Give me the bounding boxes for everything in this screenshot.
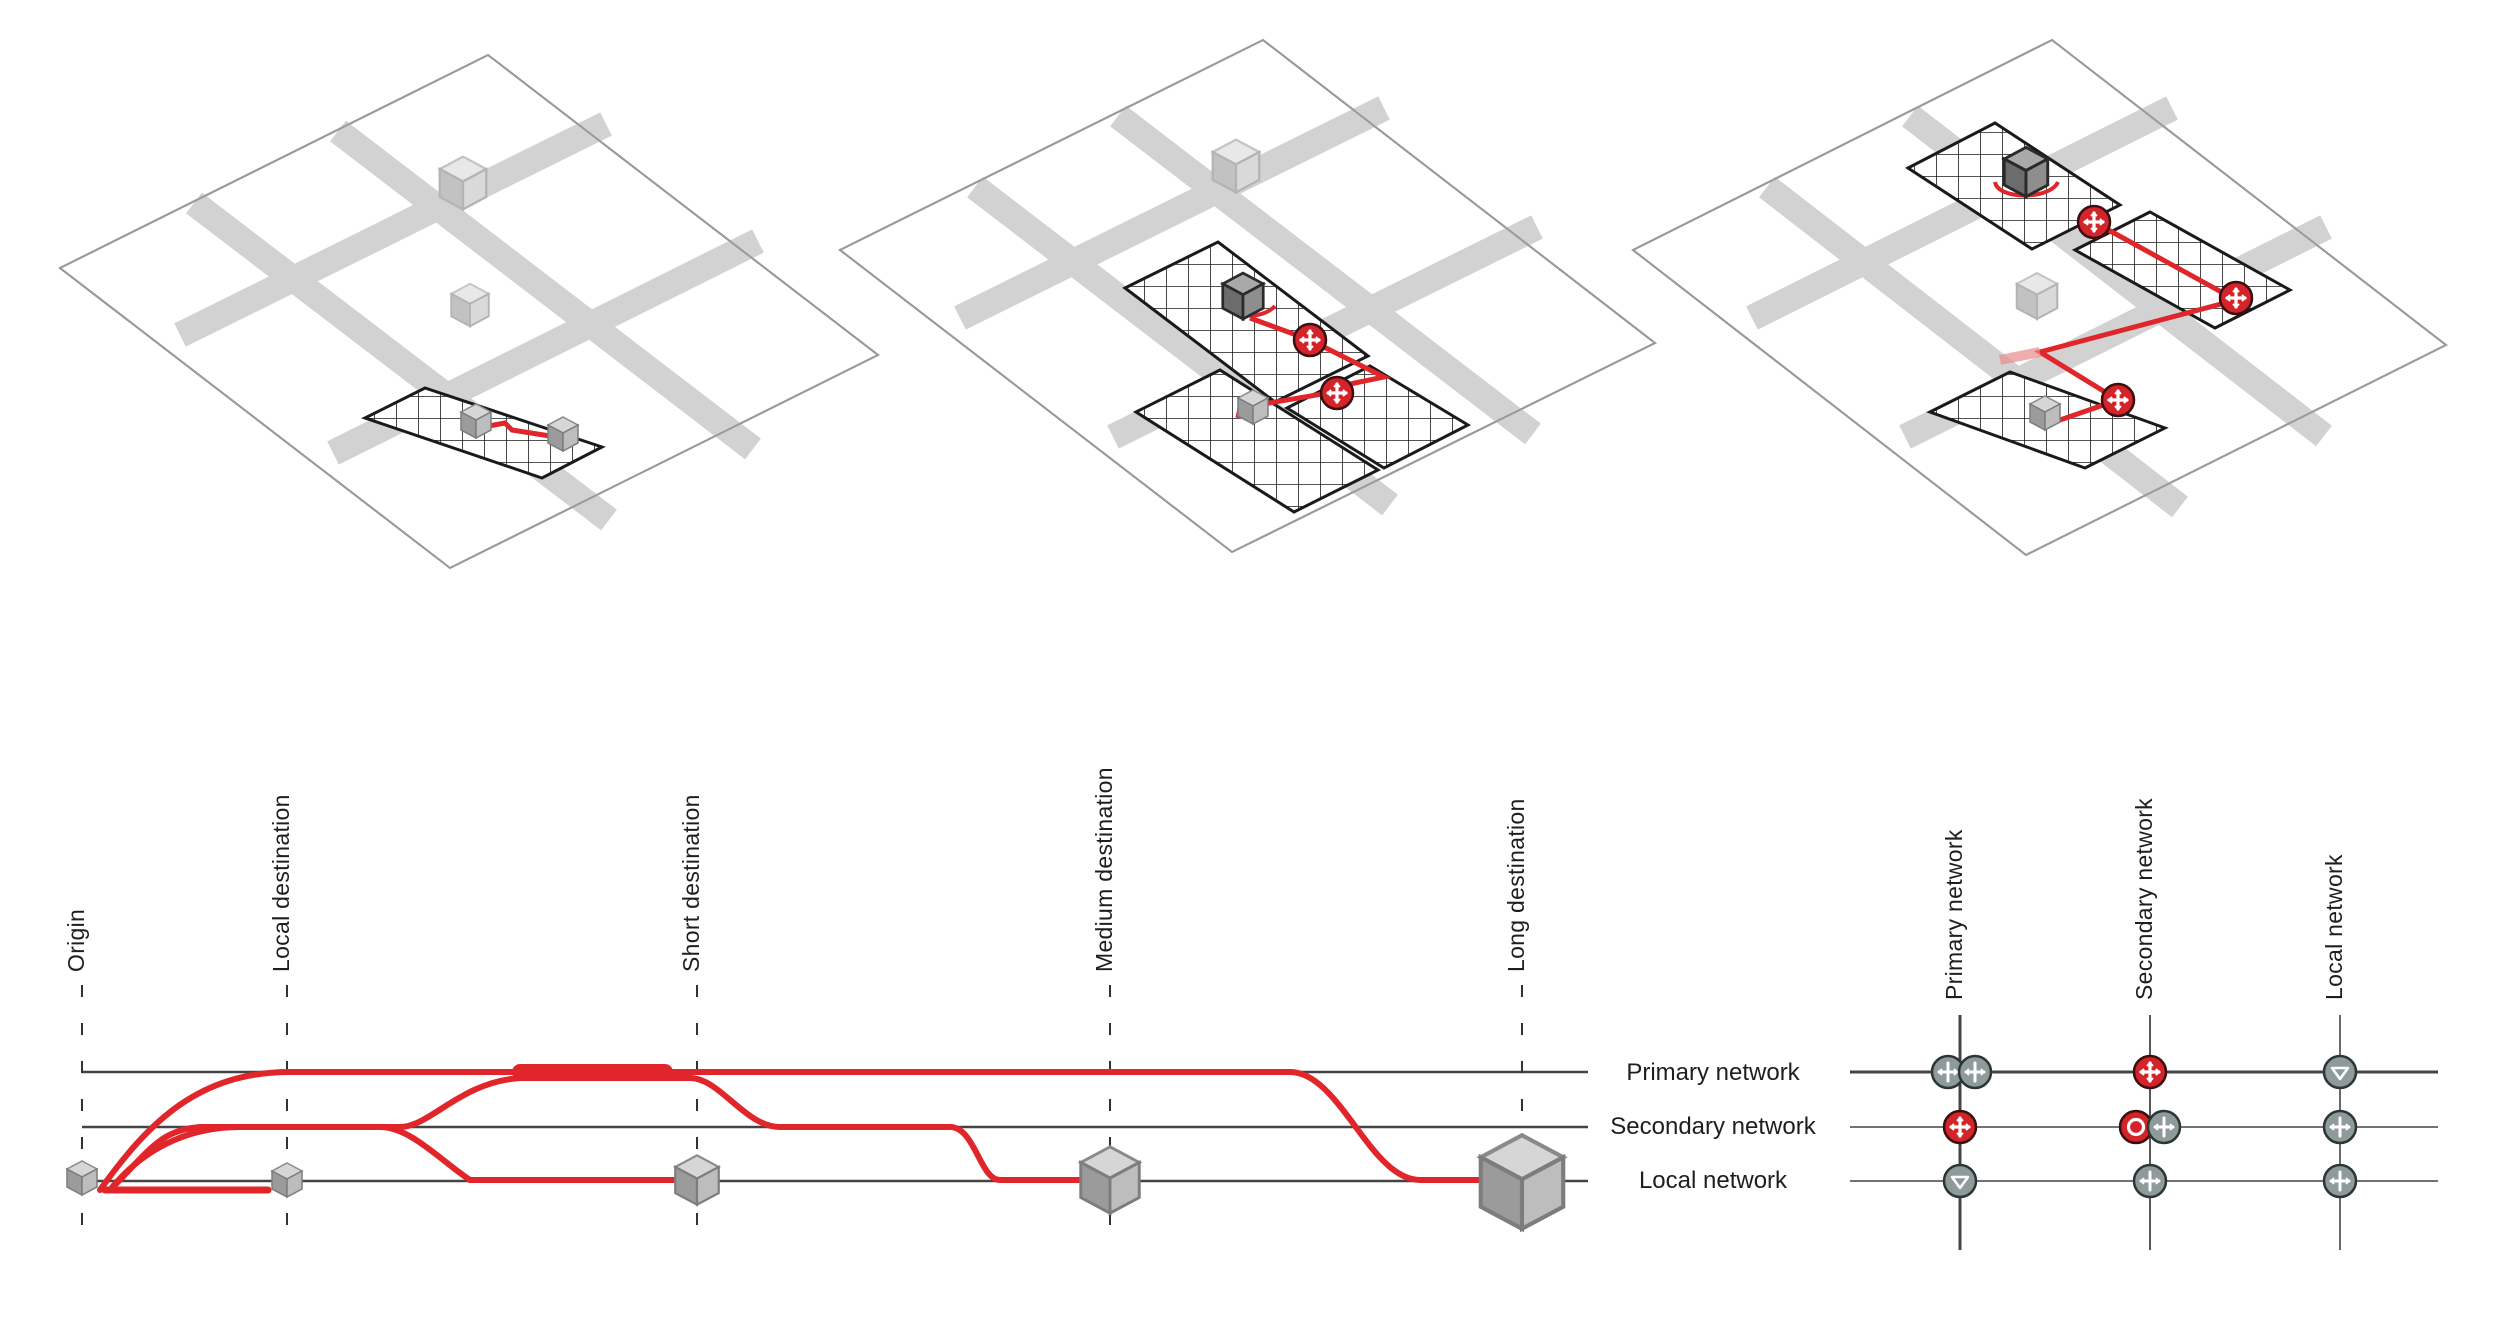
matrix-column-local: Local network [2321, 854, 2347, 1000]
local-destination-building-icon [271, 1162, 303, 1198]
building-icon [450, 282, 490, 328]
stage-label-origin: Origin [63, 909, 89, 972]
yield-junction-icon [1942, 1163, 1978, 1199]
building-icon [438, 155, 488, 211]
junction-matrix: Primary network Secondary network Local … [1850, 798, 2438, 1250]
stage-label-local: Local destination [268, 794, 294, 972]
short-destination-building-icon [674, 1154, 720, 1206]
network-label-local: Local network [1639, 1167, 1788, 1194]
junction-node-red-icon [2076, 204, 2112, 240]
origin-building-icon [2029, 395, 2061, 431]
stage-label-long: Long destination [1503, 798, 1529, 972]
stage-label-short: Short destination [678, 794, 704, 972]
building-icon [2015, 272, 2059, 320]
matrix-column-secondary: Secondary network [2131, 798, 2157, 1000]
junction-grey-icon [2146, 1109, 2182, 1145]
iso-panel-local-trip [58, 53, 880, 570]
network-label-primary: Primary network [1626, 1059, 1800, 1086]
journey-diagram: Origin Local destination Short destinati… [63, 767, 1841, 1245]
network-label-secondary: Secondary network [1610, 1113, 1816, 1140]
junction-node-red-icon [1319, 375, 1355, 411]
junction-grey-icon [2322, 1163, 2358, 1199]
stage-label-medium: Medium destination [1091, 767, 1117, 972]
long-destination-building-icon [1481, 1135, 1564, 1229]
junction-red-icon [2132, 1054, 2168, 1090]
destination-building-icon [2002, 145, 2050, 199]
yield-junction-icon [2322, 1054, 2358, 1090]
junction-node-red-icon [2100, 382, 2136, 418]
destination-building-icon [547, 416, 579, 452]
junction-grey-icon [2322, 1109, 2358, 1145]
junction-node-red-icon [2218, 280, 2254, 316]
junction-grey-icon [1957, 1054, 1993, 1090]
matrix-column-primary: Primary network [1941, 829, 1967, 1000]
iso-panel-short-trip [838, 38, 1657, 554]
junction-node-red-icon [1292, 322, 1328, 358]
origin-building-icon [1237, 389, 1269, 425]
junction-grey-icon [2132, 1163, 2168, 1199]
building-icon [1211, 138, 1261, 194]
medium-destination-building-icon [1079, 1145, 1141, 1215]
origin-building-icon [460, 403, 492, 439]
stage-dash-lines [81, 985, 1523, 1245]
iso-panel-long-trip [1631, 38, 2448, 557]
destination-building-icon [1221, 271, 1265, 321]
junction-red-icon [1942, 1109, 1978, 1145]
journey-routes [97, 1064, 1493, 1194]
origin-building-icon [66, 1160, 98, 1196]
